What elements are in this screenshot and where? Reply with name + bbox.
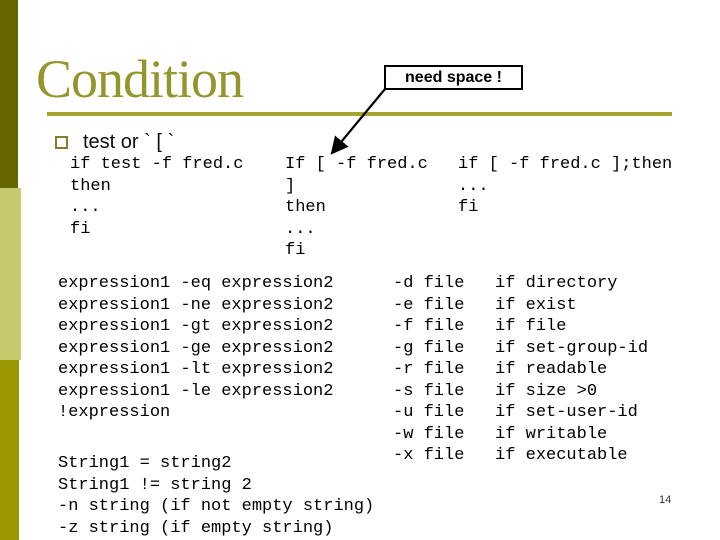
need-space-callout: need space ! [384, 65, 523, 90]
code-block-string-tests: String1 = string2 String1 != string 2 -n… [58, 454, 375, 538]
code-block-if-inline: if [ -f fred.c ];then ... fi [458, 155, 673, 217]
square-bullet-icon [55, 136, 68, 149]
page-number: 14 [659, 494, 672, 506]
slide-title: Condition [36, 49, 244, 109]
code-block-if-test: if test -f fred.c then ... fi [70, 155, 244, 239]
sidebar-segment-dark [0, 0, 18, 188]
code-block-file-tests: -d file if directory -e file if exist -f… [393, 274, 649, 465]
need-space-callout-label: need space ! [405, 68, 502, 86]
code-block-if-bracket: If [ -f fred.c ] then ... fi [285, 155, 428, 260]
bullet-text: test or ` [ ` [83, 131, 175, 153]
sidebar-segment-olive [0, 360, 19, 540]
title-divider-rule [47, 112, 672, 116]
code-block-comparisons: expression1 -eq expression2 expression1 … [58, 274, 334, 422]
sidebar-segment-light [0, 188, 21, 360]
